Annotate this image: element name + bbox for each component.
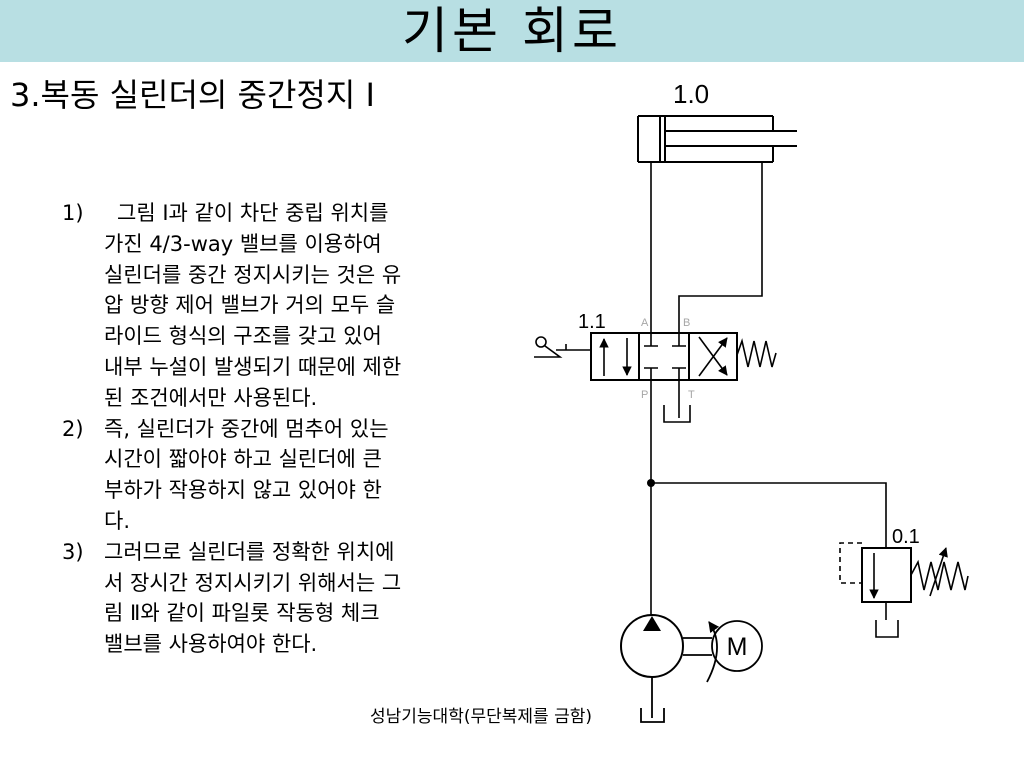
list-line: 부하가 작용하지 않고 있어야 한 <box>104 478 382 503</box>
list-number: 3) <box>62 539 84 564</box>
list-line: 그림 Ⅰ과 같이 차단 중립 위치를 <box>117 201 389 225</box>
pressure-line <box>650 380 887 615</box>
cylinder-port-lines <box>650 162 763 333</box>
hydraulic-pump <box>620 614 720 723</box>
valve-spring <box>736 338 777 368</box>
list-line: 압 방향 제어 밸브가 거의 모두 슬 <box>104 293 396 318</box>
junction-dot <box>647 479 655 487</box>
explanation-list: 1) 그림 Ⅰ과 같이 차단 중립 위치를 가진 4/3-way 밸브를 이용하… <box>62 198 502 660</box>
list-number: 2) <box>62 416 84 441</box>
title-bar <box>0 0 1024 62</box>
list-line: 라이드 형식의 구조를 갖고 있어 <box>104 324 382 349</box>
manual-lever-actuator <box>534 336 591 358</box>
valve-tank-icon <box>663 380 691 423</box>
port-label-t: T <box>688 389 695 401</box>
list-line: 림 Ⅱ와 같이 파일롯 작동형 체크 <box>104 601 380 626</box>
electric-motor <box>711 620 763 672</box>
list-item: 3) 그러므로 실린더를 정확한 위치에 서 장시간 정지시키기 위해서는 그 … <box>62 537 502 660</box>
list-item: 2) 즉, 실린더가 중간에 멈추어 있는 시간이 짧아야 하고 실린더에 큰 … <box>62 414 502 537</box>
slide-subtitle: 3.복동 실린더의 중간정지 Ⅰ <box>10 76 375 114</box>
pump-direction-triangle <box>643 616 661 631</box>
list-line: 밸브를 사용하여야 한다. <box>104 632 318 657</box>
directional-control-valve <box>590 332 738 381</box>
list-line: 그러므로 실린더를 정확한 위치에 <box>104 539 395 564</box>
list-line: 가진 4/3-way 밸브를 이용하여 <box>104 231 382 256</box>
pressure-relief-valve <box>839 542 969 638</box>
port-label-b: B <box>683 317 690 329</box>
pump-tank-icon <box>640 708 665 723</box>
slide-title: 기본 회로 <box>402 2 622 60</box>
list-line: 서 장시간 정지시키기 위해서는 그 <box>104 570 402 595</box>
cylinder-label: 1.0 <box>673 79 709 109</box>
relief-valve-label: 0.1 <box>892 526 920 548</box>
list-number: 1) <box>62 201 84 225</box>
list-item: 1) 그림 Ⅰ과 같이 차단 중립 위치를 가진 4/3-way 밸브를 이용하… <box>62 198 502 414</box>
list-line: 즉, 실린더가 중간에 멈추어 있는 <box>104 416 389 441</box>
relief-tank-icon <box>875 620 899 638</box>
double-acting-cylinder <box>637 115 797 163</box>
list-line: 실린더를 중간 정지시키는 것은 유 <box>104 262 402 287</box>
list-line: 된 조건에서만 사용된다. <box>104 385 318 410</box>
list-line: 다. <box>104 508 130 533</box>
port-label-p: P <box>641 389 648 401</box>
list-line: 내부 누설이 발생되기 때문에 제한 <box>104 354 402 379</box>
motor-label: M <box>727 633 748 661</box>
footer-credit: 성남기능대학(무단복제를 금함) <box>370 707 592 727</box>
valve-label: 1.1 <box>578 311 606 333</box>
list-line: 시간이 짧아야 하고 실린더에 큰 <box>104 447 382 472</box>
port-label-a: A <box>641 317 649 329</box>
